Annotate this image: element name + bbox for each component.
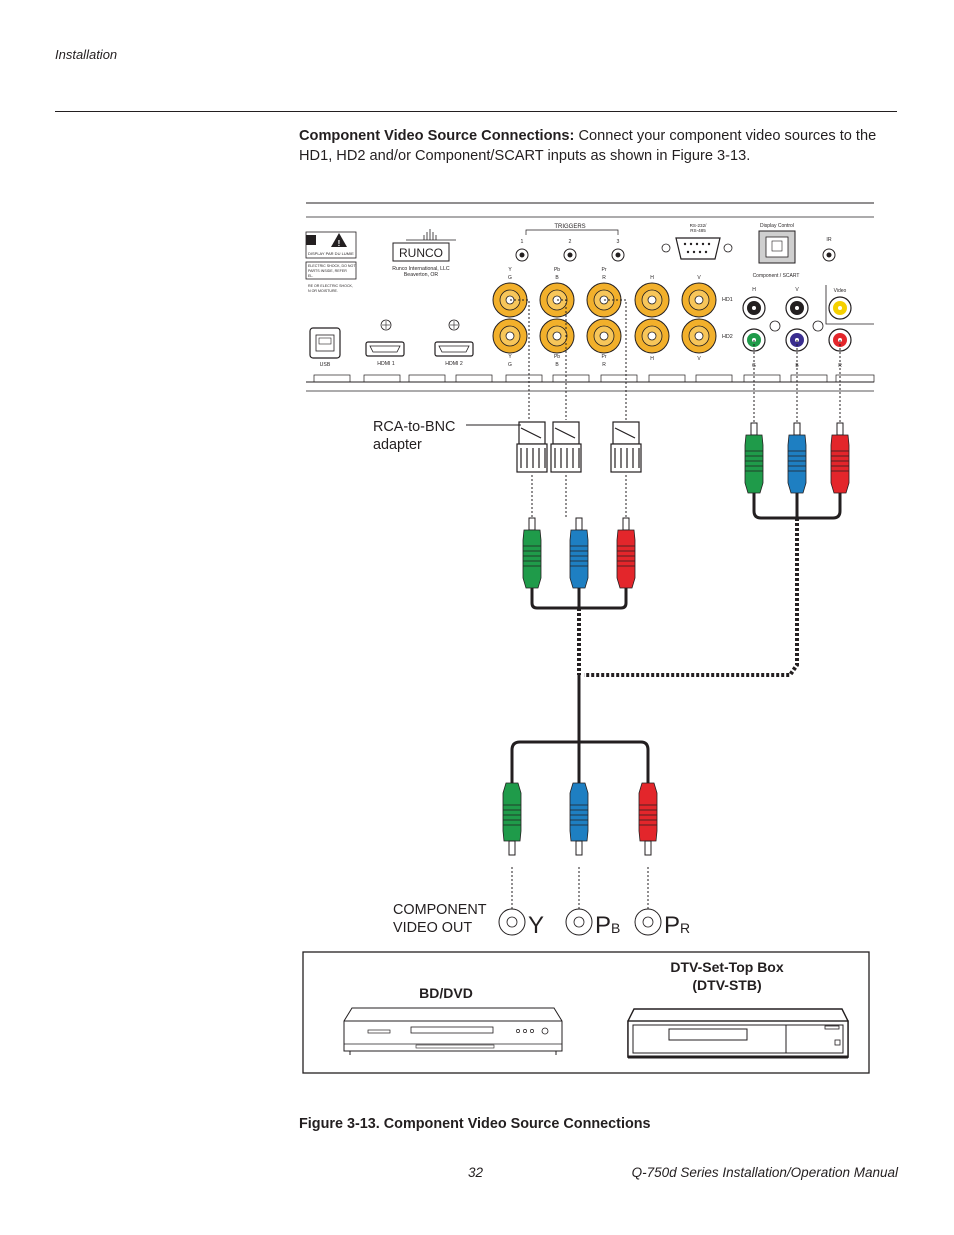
dtv-set-top-box <box>627 1008 849 1059</box>
running-header: Installation <box>55 47 118 62</box>
jack-y-label: Y <box>528 912 544 939</box>
bnc-bottom-h: H <box>650 356 654 362</box>
ir-jack[interactable] <box>822 248 836 262</box>
hd2-label: HD2 <box>722 334 733 340</box>
stb-label-line1: DTV-Set-Top Box <box>670 959 784 975</box>
intro-paragraph: Component Video Source Connections: Conn… <box>299 126 899 166</box>
bnc-guide-lines <box>510 299 841 912</box>
bnc-bottom-r: R <box>602 362 606 368</box>
bnc-top-r: R <box>602 275 606 281</box>
component-scart-label: Component / SCART <box>753 273 800 279</box>
hdmi1-port[interactable] <box>365 319 405 357</box>
brand-logo-text: RUNCO <box>399 246 443 260</box>
bnc-bottom-g: G <box>508 362 512 368</box>
header-rule <box>55 111 897 112</box>
bnc-bottom-pr: Pr <box>602 354 607 360</box>
source-cable-plugs <box>502 782 658 856</box>
svg-text:RE OR ELECTRIC SHOCK,: RE OR ELECTRIC SHOCK, <box>308 284 353 288</box>
scart-h-label: H <box>752 287 756 293</box>
trigger-2-label: 2 <box>569 239 572 245</box>
adapter-cable-plugs <box>522 517 636 589</box>
jack-pr-sub: R <box>680 920 690 936</box>
bnc-top-v: V <box>697 275 701 281</box>
bnc-top-y: Y <box>508 267 512 273</box>
component-out-jacks <box>498 908 662 936</box>
scart-cable-wire <box>752 493 842 520</box>
svg-text:!: ! <box>338 239 341 248</box>
svg-text:EL.: EL. <box>308 274 313 278</box>
trigger-jacks[interactable] <box>515 248 625 262</box>
page-number: 32 <box>468 1165 484 1180</box>
bnc-inputs-hd2[interactable] <box>492 318 717 354</box>
bnc-bottom-y: Y <box>508 354 512 360</box>
main-cable-wire <box>510 675 650 785</box>
intro-heading: Component Video Source Connections: <box>299 128 575 144</box>
bnc-top-h: H <box>650 275 654 281</box>
company-city: Beaverton, OR <box>404 272 439 278</box>
connection-diagram: ! DISPLAY PAR DU LUMIE ELECTRIC SHOCK, D… <box>296 195 881 1085</box>
svg-text:N OR MOISTURE.: N OR MOISTURE. <box>308 289 338 293</box>
usb-port[interactable] <box>309 327 341 359</box>
hdmi1-label: HDMI 1 <box>377 361 395 367</box>
bd-dvd-player <box>343 1007 563 1055</box>
bnc-top-pb: Pb <box>554 267 560 273</box>
adapter-label-line2: adapter <box>373 437 422 453</box>
display-control-label: Display Control <box>760 223 794 229</box>
bnc-top-b: B <box>555 275 559 281</box>
component-out-label-line2: VIDEO OUT <box>393 920 472 936</box>
jack-pr-label: P <box>664 912 680 939</box>
bnc-bottom-b: B <box>555 362 559 368</box>
trigger-3-label: 3 <box>617 239 620 245</box>
runco-logo: RUNCO Runco International, LLC Beaverton… <box>392 229 456 278</box>
bd-dvd-label: BD/DVD <box>419 985 473 1001</box>
projector-rear-panel: ! DISPLAY PAR DU LUMIE ELECTRIC SHOCK, D… <box>305 202 875 392</box>
rs232-label: RS-232/ <box>690 223 708 228</box>
rs232-port[interactable] <box>661 237 733 260</box>
figure-caption: Figure 3-13. Component Video Source Conn… <box>299 1116 651 1132</box>
svg-text:ELECTRIC SHOCK, DO NOT: ELECTRIC SHOCK, DO NOT <box>308 264 356 268</box>
bnc-top-pr: Pr <box>602 267 607 273</box>
manual-title: Q-750d Series Installation/Operation Man… <box>631 1165 898 1180</box>
adapter-label-line1: RCA-to-BNC <box>373 419 455 435</box>
triggers-label: TRIGGERS <box>554 224 585 230</box>
rca-to-bnc-adapters <box>516 421 642 473</box>
bnc-top-g: G <box>508 275 512 281</box>
routing-dashed-cables <box>577 518 799 677</box>
adapter-cable-wire <box>530 588 628 610</box>
bnc-inputs-hd1[interactable] <box>492 282 717 318</box>
bnc-bottom-pb: Pb <box>554 354 560 360</box>
jack-pb-label: P <box>595 912 611 939</box>
intro-body: Connect your component video sources to … <box>299 128 877 164</box>
hd1-label: HD1 <box>722 297 733 303</box>
scart-video-label: Video <box>834 288 847 294</box>
usb-label: USB <box>320 362 331 368</box>
jack-pb-sub: B <box>611 920 620 936</box>
svg-text:RS-485: RS-485 <box>690 228 706 233</box>
ir-label: IR <box>826 237 831 243</box>
hdmi2-label: HDMI 2 <box>445 361 463 367</box>
svg-text:PARTS INSIDE, REFER: PARTS INSIDE, REFER <box>308 269 347 273</box>
bnc-bottom-v: V <box>697 356 701 362</box>
scart-cable-plugs <box>744 422 850 494</box>
scart-v-label: V <box>795 287 799 293</box>
trigger-1-label: 1 <box>521 239 524 245</box>
hdmi2-port[interactable] <box>434 319 474 357</box>
display-control-port[interactable] <box>758 230 796 264</box>
component-out-label-line1: COMPONENT <box>393 902 487 918</box>
company-name: Runco International, LLC <box>392 266 450 272</box>
stb-label-line2: (DTV-STB) <box>692 977 761 993</box>
svg-text:DISPLAY PAR DU LUMIE: DISPLAY PAR DU LUMIE <box>308 251 354 256</box>
